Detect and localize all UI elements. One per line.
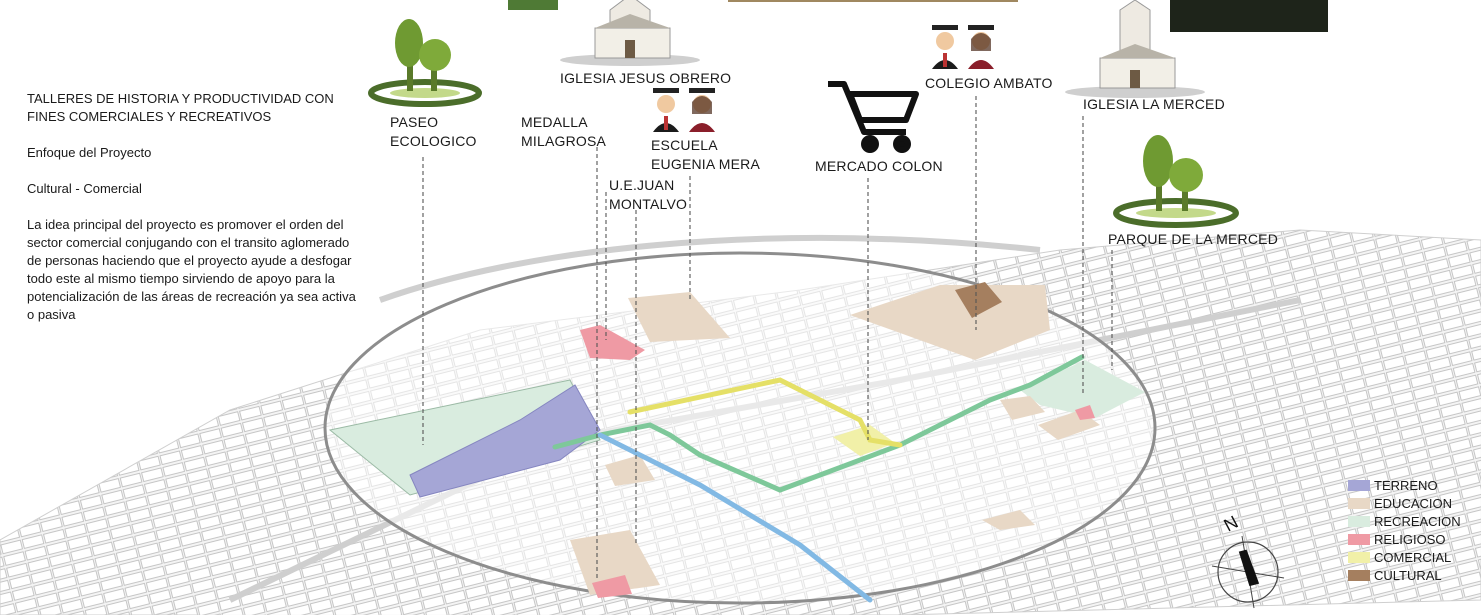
project-body: La idea principal del proyecto es promov… xyxy=(27,217,356,322)
route-blue xyxy=(597,432,873,603)
label-iglesia-la-merced: IGLESIA LA MERCED xyxy=(1083,96,1225,112)
zone-terreno xyxy=(409,384,601,498)
legend-label: RELIGIOSO xyxy=(1374,531,1446,547)
label-juan-line1: U.E.JUAN xyxy=(609,177,675,193)
legend-label: CULTURAL xyxy=(1374,567,1442,583)
label-escuela-eugenia-mera: ESCUELA EUGENIA MERA xyxy=(651,136,760,174)
legend-label: RECREACION xyxy=(1374,513,1461,529)
shopping-cart-icon xyxy=(828,81,919,153)
project-title-line1: TALLERES DE HISTORIA Y PRODUCTIVIDAD CON xyxy=(27,91,334,106)
legend-item-cultural: CULTURAL xyxy=(1348,566,1461,584)
label-juan-line2: MONTALVO xyxy=(609,196,688,212)
label-paseo-ecologico: PASEO ECOLOGICO xyxy=(390,113,477,151)
tree-icon xyxy=(368,19,482,107)
label-mercado-colon: MERCADO COLON xyxy=(815,158,943,174)
legend-item-recreacion: RECREACION xyxy=(1348,512,1461,530)
focus-value: Cultural - Comercial xyxy=(27,181,142,196)
church-icon xyxy=(560,0,700,66)
label-medalla-line2: MILAGROSA xyxy=(521,133,607,149)
top-photo-dark xyxy=(1170,0,1328,32)
label-ue-juan-montalvo: U.E.JUAN MONTALVO xyxy=(609,176,687,214)
focus-heading: Enfoque del Proyecto xyxy=(27,145,152,160)
legend-swatch xyxy=(1348,533,1370,545)
route-yellow xyxy=(627,377,903,448)
legend-swatch xyxy=(1348,551,1370,563)
legend-swatch xyxy=(1348,569,1370,581)
zone-religioso-medalla xyxy=(592,575,632,598)
legend-item-comercial: COMERCIAL xyxy=(1348,548,1461,566)
legend-item-religioso: RELIGIOSO xyxy=(1348,530,1461,548)
legend-label: COMERCIAL xyxy=(1374,549,1452,565)
top-photo-line xyxy=(728,0,1018,2)
zone-cultural xyxy=(955,282,1002,318)
leader-lines xyxy=(422,96,1113,580)
label-parque-de-la-merced: PARQUE DE LA MERCED xyxy=(1108,231,1279,247)
legend-item-educacion: EDUCACION xyxy=(1348,494,1461,512)
project-description: TALLERES DE HISTORIA Y PRODUCTIVIDAD CON… xyxy=(27,90,362,342)
graduates-icon xyxy=(932,25,994,69)
legend-swatch xyxy=(1348,479,1370,491)
label-escuela-line1: ESCUELA xyxy=(651,137,718,153)
north-arrow-icon: N xyxy=(1211,512,1285,609)
label-medalla-line1: MEDALLA xyxy=(521,114,588,130)
legend-swatch xyxy=(1348,497,1370,509)
top-photo-strip xyxy=(508,0,558,10)
legend-swatch xyxy=(1348,515,1370,527)
zone-comercial xyxy=(833,425,895,456)
zone-educacion-eugenia xyxy=(628,292,730,342)
church-icon xyxy=(1065,0,1205,98)
label-escuela-line2: EUGENIA MERA xyxy=(651,156,760,172)
legend-label: EDUCACION xyxy=(1374,495,1453,511)
graduates-icon xyxy=(653,88,715,132)
label-paseo-line1: PASEO xyxy=(390,114,439,130)
project-title-line2: FINES COMERCIALES Y RECREATIVOS xyxy=(27,109,272,124)
route-green xyxy=(552,354,1085,493)
label-medalla-milagrosa: MEDALLA MILAGROSA xyxy=(521,113,606,151)
label-paseo-line2: ECOLOGICO xyxy=(390,133,477,149)
tree-icon xyxy=(1113,135,1239,228)
legend-item-terreno: TERRENO xyxy=(1348,476,1461,494)
routes xyxy=(552,354,1085,603)
label-colegio-ambato: COLEGIO AMBATO xyxy=(925,75,1053,91)
zone-educacion-colegio xyxy=(850,285,1050,360)
zone-religioso-merced xyxy=(1075,405,1095,420)
zone-educacion-montalvo xyxy=(570,530,660,595)
zone-religioso-jesus xyxy=(580,325,645,360)
legend: TERRENO EDUCACION RECREACION RELIGIOSO C… xyxy=(1348,476,1461,584)
label-iglesia-jesus-obrero: IGLESIA JESUS OBRERO xyxy=(560,70,732,86)
legend-label: TERRENO xyxy=(1374,477,1438,493)
